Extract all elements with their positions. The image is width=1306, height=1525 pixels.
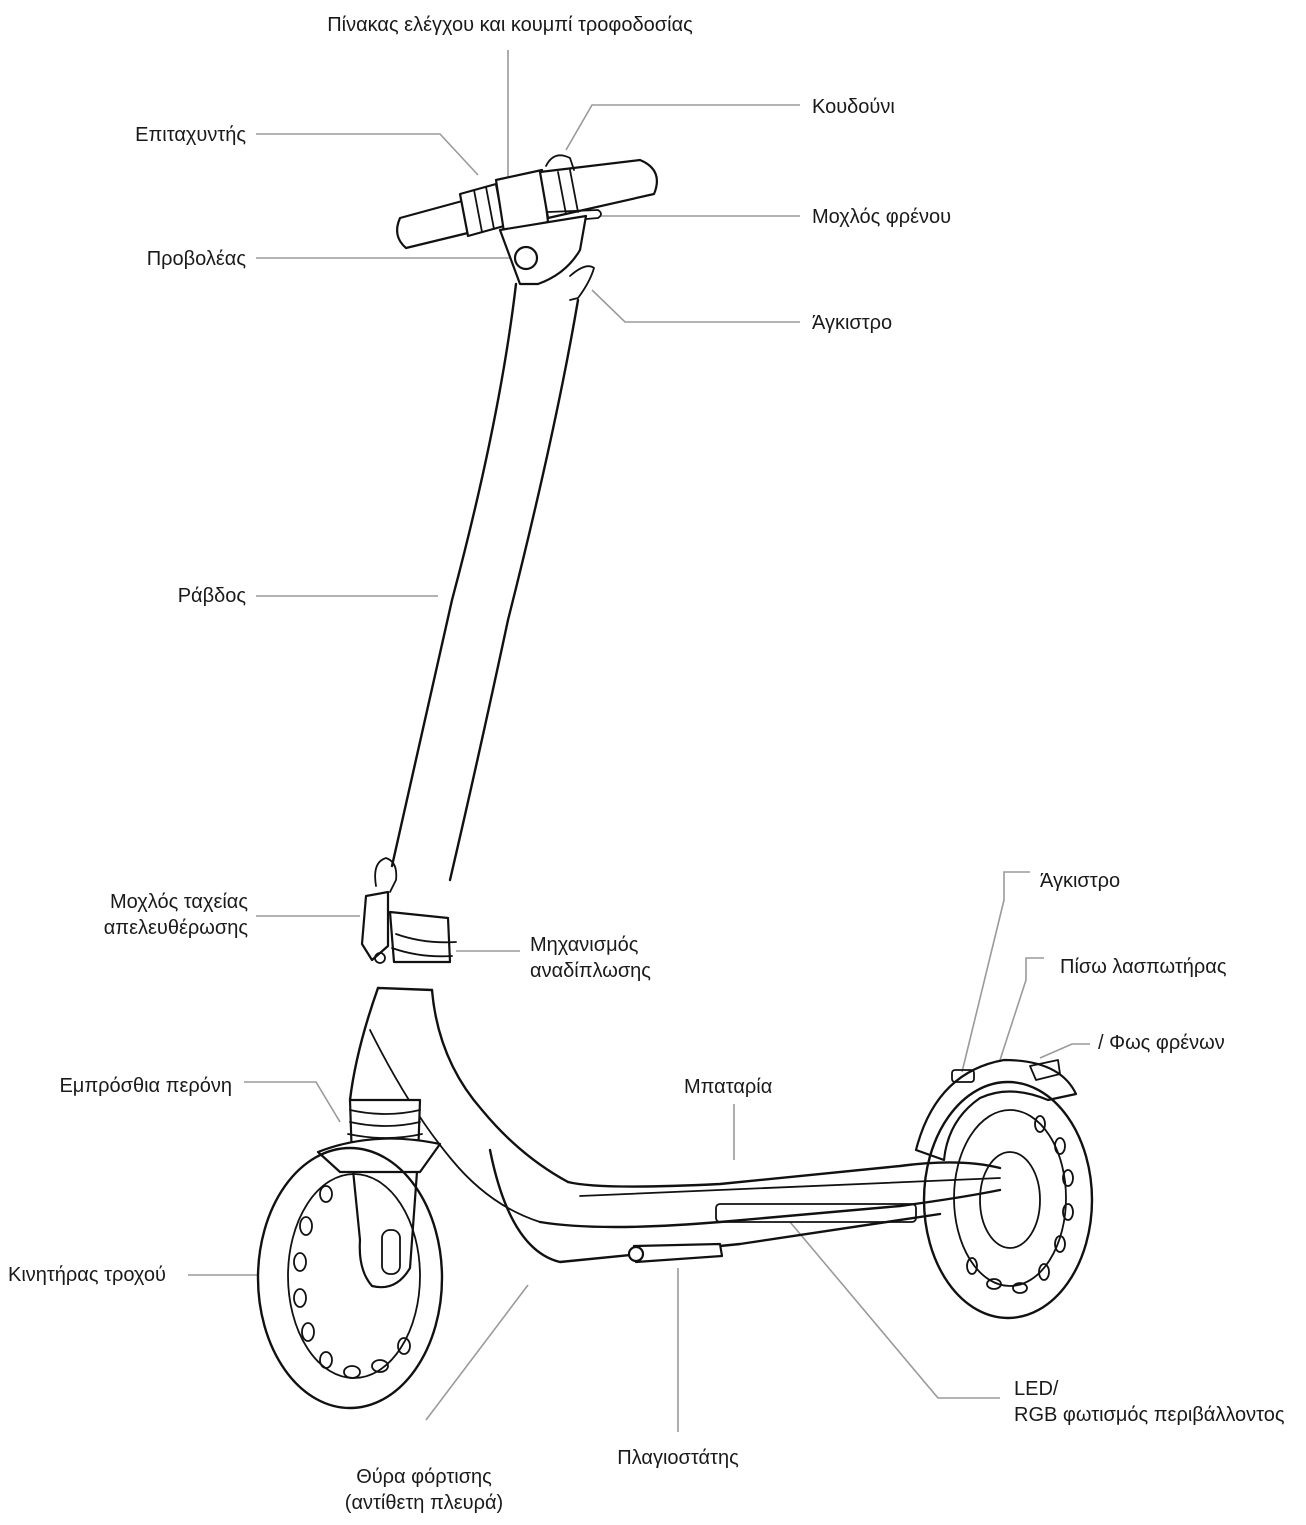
label-stem: Ράβδος [177, 585, 246, 607]
headlight-shape [513, 245, 539, 271]
led-strip [715, 1203, 917, 1223]
left-grip [395, 198, 474, 250]
label-brake-light: / Φως φρένων [1098, 1032, 1225, 1054]
front-wheel-outer [256, 1146, 444, 1410]
folding-clamp [388, 910, 452, 964]
label-quick-release-line1: Μοχλός ταχείας [110, 891, 248, 913]
deck-top [566, 1161, 1002, 1188]
deck-underside [488, 1148, 942, 1264]
leader-rear-mudguard [999, 957, 1044, 1061]
hook-rear-shape [951, 1069, 975, 1083]
hook-top-shape [569, 265, 595, 301]
label-headlight: Προβολέας [146, 248, 246, 270]
leader-brake-light [1039, 1043, 1090, 1059]
label-hook-rear: Άγκιστρο [1040, 870, 1121, 892]
leader-throttle [256, 133, 479, 176]
label-folding-line2: αναδίπλωσης [530, 960, 651, 982]
label-quick-release: Μοχλός ταχείας απελευθέρωσης [40, 889, 248, 941]
rear-mudguard-shape [914, 1058, 1078, 1162]
leader-bell [565, 104, 800, 151]
frame-front [348, 986, 380, 1102]
label-brake-lever: Μοχλός φρένου [812, 206, 952, 228]
frame-back [430, 988, 570, 1184]
kickstand-shape [632, 1242, 724, 1264]
label-throttle: Επιταχυντής [135, 124, 246, 146]
label-folding: Μηχανισμός αναδίπλωσης [530, 932, 651, 984]
leader-hook-rear [961, 871, 1030, 1073]
label-led-line2: RGB φωτισμός περιβάλλοντος [1014, 1404, 1285, 1426]
label-led: LED/ RGB φωτισμός περιβάλλοντος [1014, 1376, 1285, 1428]
rear-wheel-holes [966, 1115, 1074, 1294]
brake-lever-shape [547, 209, 602, 223]
label-rear-mudguard: Πίσω λασπωτήρας [1060, 956, 1227, 978]
label-battery: Μπαταρία [684, 1076, 773, 1098]
right-grip [538, 158, 658, 220]
label-charging-port: Θύρα φόρτισης (αντίθετη πλευρά) [304, 1464, 544, 1516]
quick-release-shape [360, 890, 390, 962]
brake-light-shape [1029, 1059, 1061, 1081]
leader-led [789, 1221, 1000, 1399]
leader-lines [188, 50, 1090, 1432]
leader-hook-top [591, 289, 800, 323]
leader-charging-port [425, 1284, 529, 1421]
label-bell: Κουδούνι [812, 96, 895, 118]
front-fork-shape [348, 1098, 422, 1289]
label-charging-line1: Θύρα φόρτισης [356, 1466, 492, 1488]
stem-outline-right [448, 298, 580, 882]
label-front-fork: Εμπρόσθια περόνη [59, 1075, 232, 1097]
stem-outline-left [390, 282, 518, 868]
leader-front-fork [244, 1081, 341, 1123]
label-control-panel: Πίνακας ελέγχου και κουμπί τροφοδοσίας [327, 14, 693, 36]
label-charging-line2: (αντίθετη πλευρά) [344, 1492, 504, 1514]
label-led-line1: LED/ [1014, 1378, 1059, 1400]
label-folding-line1: Μηχανισμός [530, 934, 639, 956]
front-wheel-holes [293, 1185, 411, 1379]
bell-shape [545, 154, 575, 171]
rear-wheel-inner [953, 1109, 1067, 1287]
scooter-drawing [256, 154, 1094, 1410]
label-hook-top: Άγκιστρο [812, 312, 893, 334]
label-quick-release-line2: απελευθέρωσης [103, 917, 248, 939]
label-hub-motor: Κινητήρας τροχού [8, 1264, 166, 1286]
label-kickstand: Πλαγιοστάτης [617, 1447, 739, 1469]
rear-wheel-outer [922, 1080, 1094, 1320]
rear-hub [979, 1151, 1041, 1249]
